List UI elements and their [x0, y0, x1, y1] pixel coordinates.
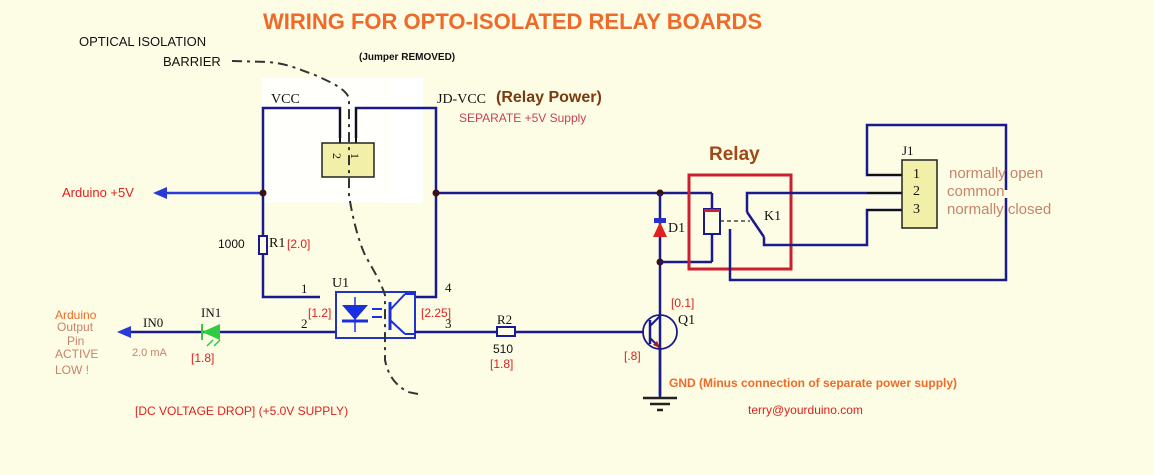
junction-dot — [432, 189, 440, 197]
relay-ref: K1 — [764, 209, 782, 224]
relay-power-label: (Relay Power) — [496, 89, 602, 106]
q1-vce: [0.1] — [671, 296, 695, 310]
email-label: terry@yourduino.com — [748, 403, 863, 417]
gnd-note: GND (Minus connection of separate power … — [669, 376, 958, 390]
d1-ref: D1 — [668, 221, 686, 236]
j1-pin-2: 2 — [913, 184, 920, 199]
barrier-label-line2: BARRIER — [163, 54, 221, 69]
j1-label-common: common — [947, 183, 1005, 200]
input-arduino-label: Arduino — [55, 308, 97, 322]
j1-label-no: normally open — [949, 165, 1044, 182]
page-title: WIRING FOR OPTO-ISOLATED RELAY BOARDS — [263, 9, 763, 34]
j1-pin-3: 3 — [913, 202, 920, 217]
u1-pin4: 4 — [445, 280, 452, 295]
ground-icon — [643, 396, 677, 412]
u1-optocoupler — [335, 291, 416, 339]
u1-pin1: 1 — [301, 281, 308, 296]
jumper-pin2-label: 2 — [330, 153, 344, 159]
u1-led-drop: [1.2] — [308, 306, 332, 320]
barrier-label-line1: OPTICAL ISOLATION — [79, 34, 207, 49]
jdvcc-label: JD-VCC — [437, 92, 487, 107]
jumper-highlight-right — [395, 78, 423, 202]
arrow-5v-icon — [153, 187, 167, 199]
input-low-label: LOW ! — [55, 363, 90, 377]
voltage-drop-note: [DC VOLTAGE DROP] (+5.0V SUPPLY) — [135, 404, 349, 418]
in1-led-icon — [202, 324, 220, 340]
r1-value: 1000 — [218, 237, 245, 251]
d1-diode-icon — [653, 222, 667, 237]
j1-label-nc: normally closed — [947, 201, 1052, 218]
input-current-label: 2.0 mA — [132, 347, 167, 359]
relay-contact-common — [762, 208, 903, 247]
arduino-5v-label: Arduino +5V — [62, 185, 134, 200]
jumper-pin1-label: 1 — [348, 153, 362, 159]
r2-drop: [1.8] — [490, 357, 514, 371]
vcc-label: VCC — [271, 92, 300, 107]
q1-ref: Q1 — [678, 313, 696, 328]
relay-coil-top — [704, 209, 720, 212]
r2-resistor — [496, 326, 516, 337]
u1-ce-drop: [2.25] — [421, 306, 452, 320]
relay-label: Relay — [709, 144, 760, 165]
q1-vbe: [.8] — [624, 349, 641, 363]
j1-terminal-block[interactable] — [901, 159, 938, 229]
junction-dot — [259, 189, 267, 197]
relay-switch — [745, 211, 766, 238]
input-active-label: ACTIVE — [55, 347, 99, 361]
r1-resistor — [258, 235, 268, 255]
input-output-label: Output — [57, 320, 94, 334]
relay-box — [687, 173, 793, 271]
in0-net-label: IN0 — [143, 315, 164, 330]
in1-drop: [1.8] — [191, 351, 215, 365]
separate-supply-label: SEPARATE +5V Supply — [459, 111, 587, 125]
isolation-barrier-line — [231, 60, 419, 395]
in1-ref: IN1 — [201, 305, 222, 320]
relay-coil — [703, 208, 721, 235]
u1-pin2: 2 — [301, 316, 308, 331]
r2-value: 510 — [493, 342, 514, 356]
d1-cathode-bar — [654, 218, 666, 223]
j1-ref: J1 — [902, 143, 914, 158]
input-pin-label: Pin — [67, 334, 85, 348]
u1-ref: U1 — [332, 276, 350, 291]
arrow-in0-icon — [117, 326, 131, 338]
j1-pin-1: 1 — [913, 167, 920, 182]
jumper-note: (Jumper REMOVED) — [359, 52, 456, 63]
u1-pin3: 3 — [445, 316, 452, 331]
r1-drop: [2.0] — [287, 237, 311, 251]
r1-ref: R1 — [269, 236, 286, 251]
r2-ref: R2 — [497, 312, 513, 327]
